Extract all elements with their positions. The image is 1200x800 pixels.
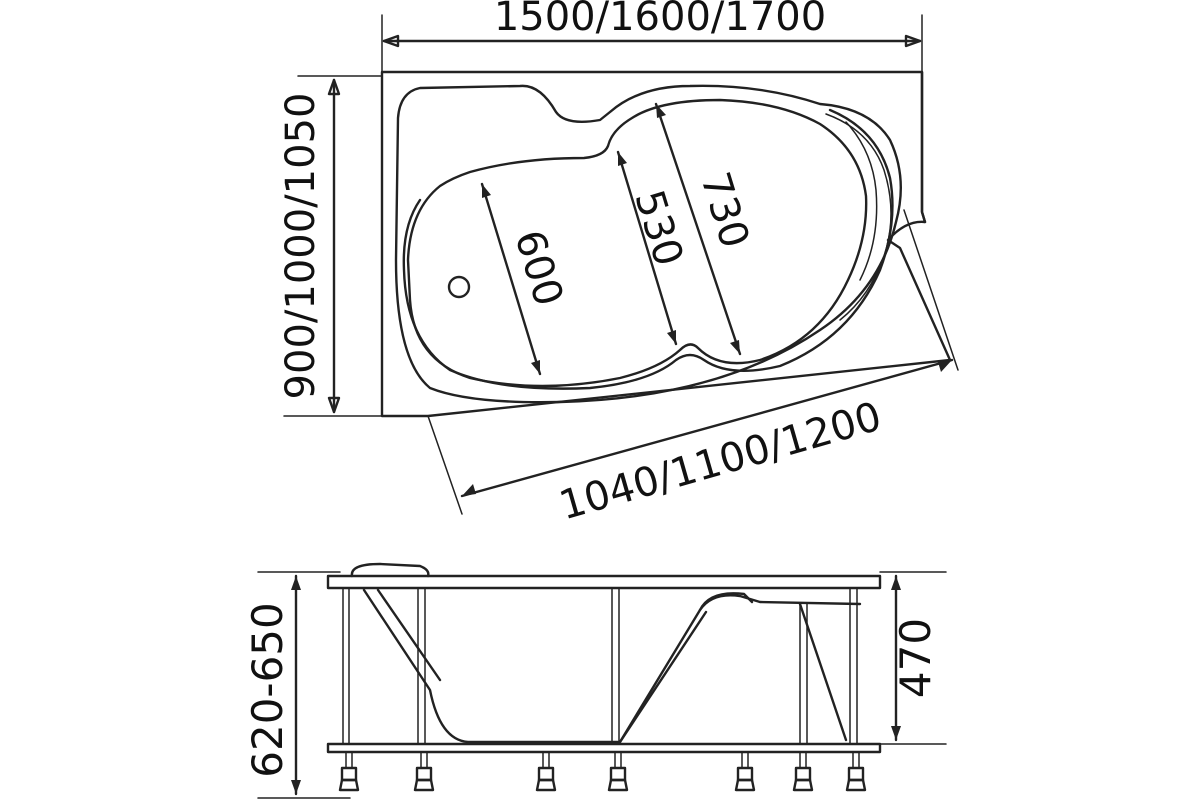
diagonal-label: 1040/1100/1200: [554, 394, 886, 530]
basin-width-label: 600: [505, 225, 571, 311]
base-frame: [326, 742, 882, 754]
drain-hole: [447, 275, 471, 299]
waist-label: 530: [625, 185, 691, 271]
total-height-label: 620-650: [243, 602, 292, 778]
width-label: 900/1000/1050: [278, 93, 324, 400]
basin-width-dimension: 600: [480, 182, 572, 376]
tub-depth-label: 470: [891, 618, 940, 698]
length-label: 1500/1600/1700: [494, 0, 826, 40]
tub-rim: [394, 84, 902, 404]
total-height-dimension: 620-650: [243, 571, 351, 799]
side-view: 620-650 470: [243, 562, 947, 799]
side-rim: [326, 574, 882, 590]
length-dimension: 1500/1600/1700: [381, 0, 923, 73]
headrest-contour: [825, 113, 892, 321]
support-legs: [342, 587, 858, 745]
adjustable-feet: [338, 751, 867, 792]
tub-depth-dimension: 470: [879, 571, 947, 745]
top-view: 1500/1600/1700 900/1000/1050: [278, 0, 959, 530]
diagonal-dimension: 1040/1100/1200: [427, 209, 959, 530]
width-dimension: 900/1000/1050: [278, 75, 383, 417]
